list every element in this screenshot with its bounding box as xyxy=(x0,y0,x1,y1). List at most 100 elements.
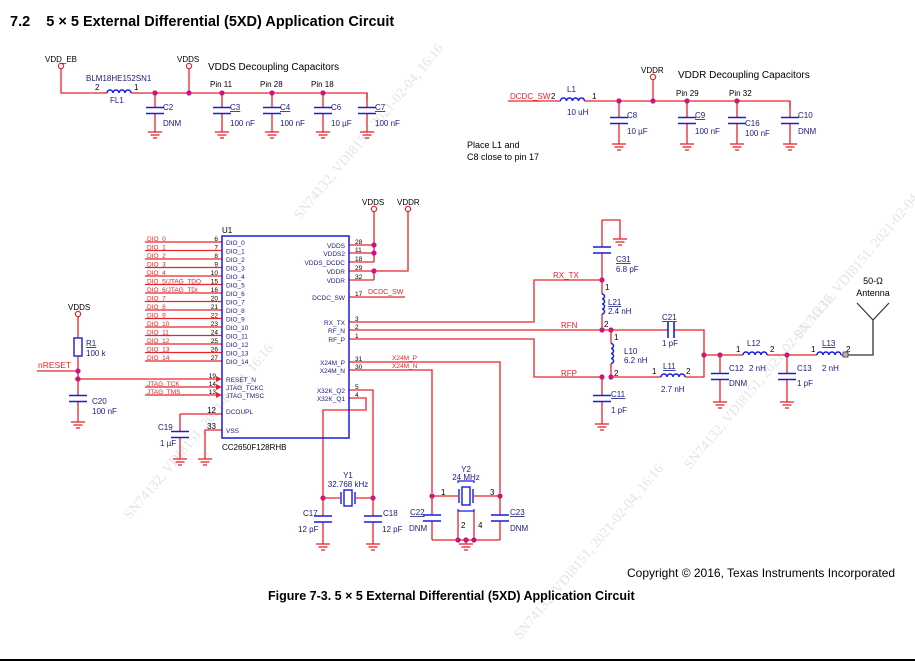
cap-ref-label: C17 xyxy=(303,509,318,518)
pin-ref-label: Pin 28 xyxy=(260,80,283,89)
figure-caption: Figure 7-3. 5 × 5 External Differential … xyxy=(268,589,635,603)
capacitor-c18-icon xyxy=(364,515,382,523)
mcu-pin-name: X24M_N xyxy=(320,368,346,375)
nreset-net-label: nRESET xyxy=(38,360,71,370)
pin-number: 32 xyxy=(355,274,363,281)
cap-value-label: 12 pF xyxy=(382,525,403,534)
mcu-pin-name: DIO_4 xyxy=(226,274,245,281)
mcu-pin-name: VDDS xyxy=(327,243,346,250)
resistor-r1-icon xyxy=(73,337,83,357)
pin-number: 2 xyxy=(355,324,359,331)
ground-icon xyxy=(730,140,744,151)
mcu-pin-name: VDDS2 xyxy=(323,251,345,258)
crystal-case xyxy=(457,480,475,483)
mcu-pin-name: DIO_5 xyxy=(226,283,245,290)
junction-dot xyxy=(599,327,605,333)
cap-ref-label: C4 xyxy=(280,103,291,112)
crystal-ref-label: Y1 xyxy=(343,471,353,480)
pin-number: 5 xyxy=(355,384,359,391)
pin-number: 13 xyxy=(209,389,217,396)
inductor-ref-label: L12 xyxy=(747,339,761,348)
capacitor-c9-icon xyxy=(678,116,696,125)
cap-ref-label: C11 xyxy=(611,390,626,399)
pin-number: 10 xyxy=(211,270,219,277)
crystal-freq-label: 24 MHz xyxy=(452,473,480,482)
junction-dot xyxy=(186,90,192,96)
pin-number: 21 xyxy=(211,304,219,311)
pin-number: 15 xyxy=(211,279,219,286)
crystal-ref-label: Y2 xyxy=(461,465,471,474)
ground-icon xyxy=(173,455,187,466)
ground-icon xyxy=(360,128,374,139)
pin-number: 14 xyxy=(209,381,217,388)
capacitor-c3-icon xyxy=(213,106,231,115)
vdd-eb-terminal-icon xyxy=(57,62,65,70)
inductor-ref-label: L11 xyxy=(663,362,676,371)
wires xyxy=(37,69,874,543)
capacitor-c13-icon xyxy=(778,372,796,381)
mcu-pin-name: DIO_9 xyxy=(226,317,245,324)
vdds-rail-label: VDDS xyxy=(177,55,199,64)
section-heading: 7.2 5 × 5 External Differential (5XD) Ap… xyxy=(10,14,394,30)
vdds-label: VDDS xyxy=(68,303,90,312)
crystal-y2-icon xyxy=(457,480,475,512)
rfp-net-label: RFP xyxy=(561,369,577,378)
cap-ref-label: C7 xyxy=(375,103,386,112)
cap-value-label: 12 pF xyxy=(298,525,319,534)
section-number: 7.2 xyxy=(10,14,31,30)
x24m-n-net-label: X24M_N xyxy=(392,363,418,370)
copyright-notice: Copyright © 2016, Texas Instruments Inco… xyxy=(627,566,896,580)
pin-number: 2 xyxy=(686,367,691,376)
vdds-section-title: VDDS Decoupling Capacitors xyxy=(208,62,339,73)
ground-icon xyxy=(612,140,626,151)
pin-number: 23 xyxy=(211,321,219,328)
pin-number: 16 xyxy=(211,287,219,294)
wire xyxy=(349,279,602,323)
mcu-pin-name: DIO_13 xyxy=(226,351,249,358)
wire xyxy=(684,329,705,355)
pin-number: 2 xyxy=(461,521,466,530)
ferrite-ref-label: FL1 xyxy=(110,96,124,105)
pin-number: 18 xyxy=(355,256,363,263)
pin-number: 29 xyxy=(355,265,363,272)
vddr-terminal-icon xyxy=(404,205,412,213)
cap-value-label: 100 nF xyxy=(375,119,400,128)
pin-ref-label: Pin 32 xyxy=(729,89,752,98)
pin-number: 4 xyxy=(355,392,359,399)
capacitor-c4-icon xyxy=(263,106,281,115)
vdd-eb-label: VDD_EB xyxy=(45,55,77,64)
cap-value-label: 1 pF xyxy=(662,339,678,348)
pin-number: 2 xyxy=(551,92,556,101)
ground-icon xyxy=(713,398,727,409)
placement-note: Place L1 and xyxy=(467,140,520,150)
pin-number: 12 xyxy=(207,406,216,415)
mcu-pin-name: X32K_Q2 xyxy=(317,388,346,395)
wire xyxy=(204,429,222,455)
ground-icon xyxy=(316,540,330,551)
ground-icon xyxy=(613,235,627,246)
cap-ref-label: C31 xyxy=(616,255,631,264)
watermark-text: SN74132, VDI8151, 2021-02-04, 16:16 xyxy=(792,162,915,343)
inductor-l12-icon xyxy=(742,351,768,356)
inductor-value-label: 2 nH xyxy=(749,364,766,373)
mcu-pin-name: X24M_P xyxy=(320,360,345,367)
jtag-net-label: JTAG_TCK xyxy=(147,381,180,388)
wire xyxy=(138,92,368,100)
input-arrow-icon xyxy=(216,392,222,398)
pin-number: 28 xyxy=(355,239,363,246)
dio-net-label: DIO_1 xyxy=(147,245,166,252)
capacitor-c17-icon xyxy=(314,515,332,523)
dio-net-label: DIO_5/JTAG_TDO xyxy=(147,279,201,286)
mcu-pin-name: DIO_0 xyxy=(226,240,245,247)
dio-net-label: DIO_2 xyxy=(147,253,166,260)
cap-ref-label: C10 xyxy=(798,111,813,120)
cap-value-label: DNM xyxy=(798,127,817,136)
dio-net-label: DIO_11 xyxy=(147,330,169,337)
junction-dot xyxy=(471,537,477,543)
pin-number: 1 xyxy=(441,488,446,497)
pin-number: 2 xyxy=(614,369,619,378)
ferrite-fl1-icon xyxy=(106,89,132,94)
inductor-ref-label: L1 xyxy=(567,85,576,94)
mcu-pin-name: DIO_10 xyxy=(226,325,249,332)
resistor-ref-label: R1 xyxy=(86,339,97,348)
